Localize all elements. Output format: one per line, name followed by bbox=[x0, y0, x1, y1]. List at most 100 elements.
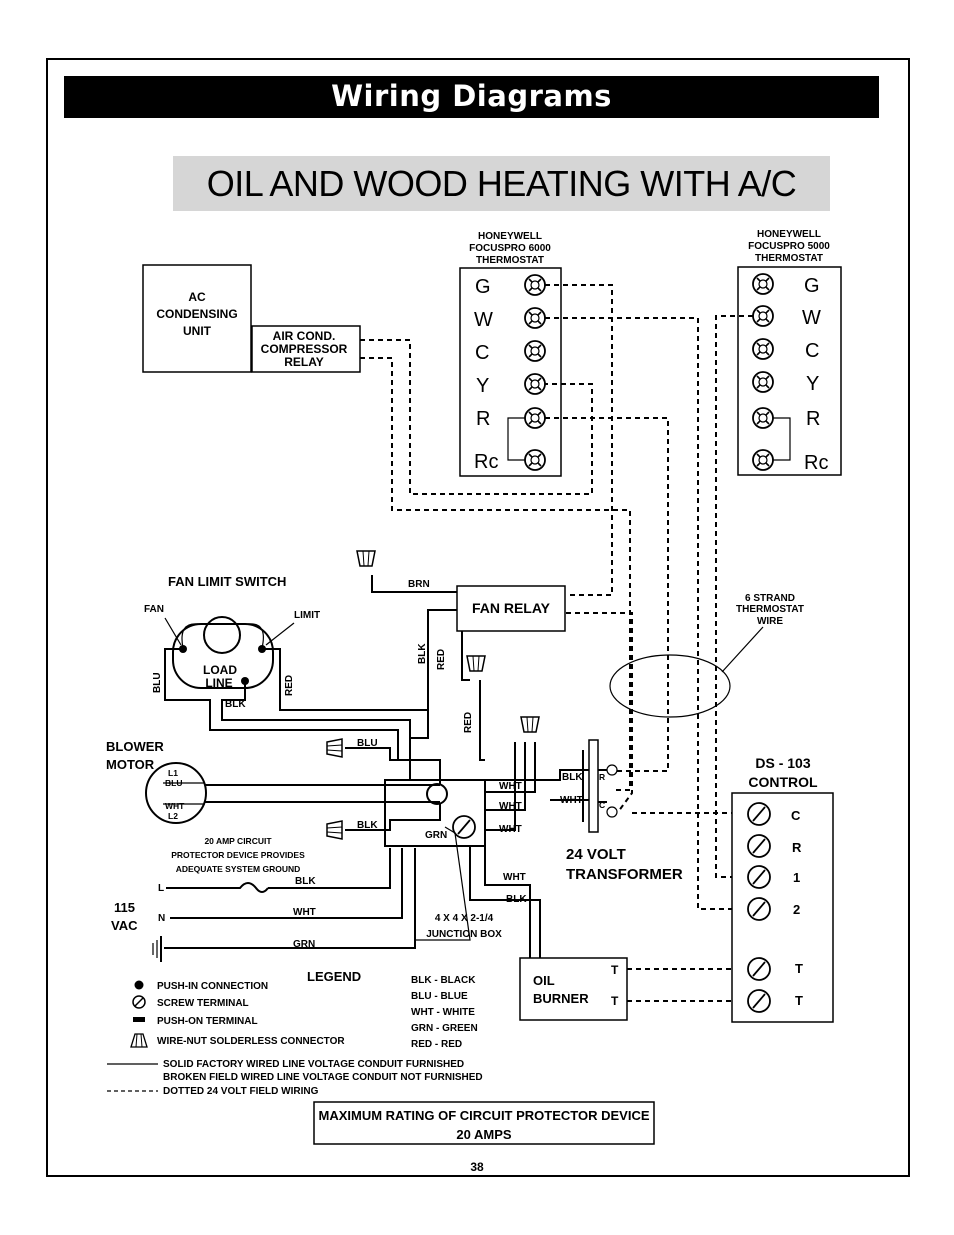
ds-term-t2: T bbox=[795, 993, 803, 1008]
wire-label-blu-vert: BLU bbox=[152, 672, 163, 693]
legend-item-1: PUSH-IN CONNECTION bbox=[157, 981, 268, 992]
wire-label-grn-2: GRN bbox=[293, 939, 315, 950]
thermostat-wire-label-3: WIRE bbox=[757, 616, 783, 627]
wire-label-grn: GRN bbox=[425, 830, 447, 841]
transformer-label-1: 24 VOLT bbox=[566, 846, 626, 863]
tr-term-c: C bbox=[805, 340, 819, 362]
screw-terminal-icon bbox=[132, 995, 146, 1009]
legend-color-4: GRN - GREEN bbox=[411, 1023, 478, 1034]
legend-item-4: WIRE-NUT SOLDERLESS CONNECTOR bbox=[157, 1036, 345, 1047]
ds-term-2: 2 bbox=[793, 902, 800, 917]
fan-label: FAN bbox=[144, 604, 164, 615]
ac-unit-label-1: AC bbox=[188, 290, 206, 304]
supply-voltage-2: VAC bbox=[111, 918, 138, 933]
thermostat-right-terminals: G W C Y R Rc bbox=[752, 273, 828, 474]
thermostat-right-label-3: THERMOSTAT bbox=[755, 253, 823, 264]
protector-note-1: 20 AMP CIRCUIT bbox=[204, 836, 272, 846]
rating-box bbox=[313, 1101, 655, 1145]
line-voltage-wiring bbox=[164, 575, 590, 958]
wire-label-blk-4: BLK bbox=[506, 894, 527, 905]
ds-control-box bbox=[731, 792, 834, 1023]
legend-item-3: PUSH-ON TERMINAL bbox=[157, 1016, 258, 1027]
wire-label-blk-vert: BLK bbox=[417, 643, 428, 664]
relay-label-1: AIR COND. bbox=[273, 329, 336, 343]
ds-term-c: C bbox=[791, 808, 801, 823]
tl-term-r: R bbox=[476, 408, 490, 430]
thermostat-left-terminals: G W C Y R Rc bbox=[474, 274, 546, 473]
oil-burner-t2: T bbox=[611, 994, 619, 1008]
tr-term-w: W bbox=[802, 307, 821, 329]
wire-label-wht-2: WHT bbox=[499, 801, 522, 812]
wire-label-blk-5: BLK bbox=[295, 876, 316, 887]
oil-burner-t1: T bbox=[611, 963, 619, 977]
legend-title: LEGEND bbox=[307, 969, 361, 984]
relay-label-2: COMPRESSOR bbox=[261, 342, 348, 356]
rating-line-2: 20 AMPS bbox=[456, 1127, 511, 1142]
load-label: LOAD bbox=[203, 663, 237, 677]
transformer bbox=[582, 739, 618, 833]
thermostat-wire-bundle bbox=[609, 654, 731, 718]
ac-unit-label-3: UNIT bbox=[183, 324, 212, 338]
bundle-pointer bbox=[721, 626, 764, 673]
wire-label-brn: BRN bbox=[408, 579, 430, 590]
wire-label-red-vert-3: RED bbox=[284, 675, 295, 696]
legend-color-3: WHT - WHITE bbox=[411, 1007, 475, 1018]
wire-label-red-vert: RED bbox=[436, 649, 447, 670]
oil-burner-label-1: OIL bbox=[533, 973, 555, 988]
wire-label-wht-1: WHT bbox=[499, 781, 522, 792]
limit-label: LIMIT bbox=[294, 610, 320, 621]
ds-term-t1: T bbox=[795, 961, 803, 976]
fan-relay bbox=[456, 585, 566, 632]
wire-label-wht-4: WHT bbox=[560, 795, 583, 806]
tl-term-g: G bbox=[475, 276, 491, 298]
compressor-relay bbox=[251, 325, 361, 373]
wire-label-wht-5: WHT bbox=[503, 872, 526, 883]
legend-line-1: SOLID FACTORY WIRED LINE VOLTAGE CONDUIT… bbox=[163, 1059, 464, 1070]
tr-term-y: Y bbox=[806, 373, 819, 395]
oil-burner bbox=[519, 957, 628, 1021]
thermostat-wire-label-2: THERMOSTAT bbox=[736, 604, 804, 615]
push-in-connection-icon bbox=[134, 980, 144, 990]
protector-note-3: ADEQUATE SYSTEM GROUND bbox=[176, 864, 301, 874]
legend-color-5: RED - RED bbox=[411, 1039, 462, 1050]
fan-limit-title: FAN LIMIT SWITCH bbox=[168, 574, 286, 589]
junction-ground-screw-icon bbox=[452, 815, 476, 839]
blower-l2-color: WHT bbox=[165, 801, 185, 811]
ds-control-title-2: CONTROL bbox=[748, 774, 818, 790]
section-header: Wiring Diagrams bbox=[64, 76, 879, 118]
wire-nut-connector-icon bbox=[130, 1033, 148, 1048]
thermostat-left-label-1: HONEYWELL bbox=[478, 231, 542, 242]
thermostat-right-label-1: HONEYWELL bbox=[757, 229, 821, 240]
thermostat-left bbox=[459, 267, 562, 477]
wirenut-red-icon bbox=[466, 655, 486, 672]
wirenut-wht-icon bbox=[520, 716, 540, 733]
thermostat-wire-label-1: 6 STRAND bbox=[745, 593, 795, 604]
relay-label-3: RELAY bbox=[284, 355, 324, 369]
wire-label-blk-2: BLK bbox=[357, 820, 378, 831]
circuit-breaker-symbol bbox=[166, 882, 269, 893]
thermostat-left-label-2: FOCUSPRO 6000 bbox=[469, 243, 551, 254]
ground-symbol bbox=[152, 936, 162, 962]
rating-line-1: MAXIMUM RATING OF CIRCUIT PROTECTOR DEVI… bbox=[318, 1108, 649, 1123]
fan-relay-label: FAN RELAY bbox=[472, 600, 551, 616]
blower-motor bbox=[145, 762, 207, 824]
junction-box-label-2: JUNCTION BOX bbox=[426, 929, 502, 940]
supply-voltage-1: 115 bbox=[114, 900, 135, 915]
page-number: 38 bbox=[470, 1160, 484, 1174]
ac-unit-label-2: CONDENSING bbox=[156, 307, 237, 321]
ds-control-terminals: C R 1 2 T T bbox=[747, 802, 803, 1013]
supply-n: N bbox=[158, 913, 165, 924]
tl-term-rc: Rc bbox=[474, 451, 498, 473]
legend-line-2: BROKEN FIELD WIRED LINE VOLTAGE CONDUIT … bbox=[163, 1072, 483, 1083]
wire-label-blk-3: BLK bbox=[562, 772, 583, 783]
wirenut-blk-icon bbox=[326, 820, 343, 840]
blower-label-2: MOTOR bbox=[106, 757, 155, 772]
tr-term-g: G bbox=[804, 275, 820, 297]
wire-label-wht-3: WHT bbox=[499, 824, 522, 835]
blower-l2: L2 bbox=[168, 811, 178, 821]
blower-label-1: BLOWER bbox=[106, 739, 164, 754]
tl-term-y: Y bbox=[476, 375, 489, 397]
blower-l1-color: BLU bbox=[165, 778, 182, 788]
legend-item-2: SCREW TERMINAL bbox=[157, 998, 249, 1009]
